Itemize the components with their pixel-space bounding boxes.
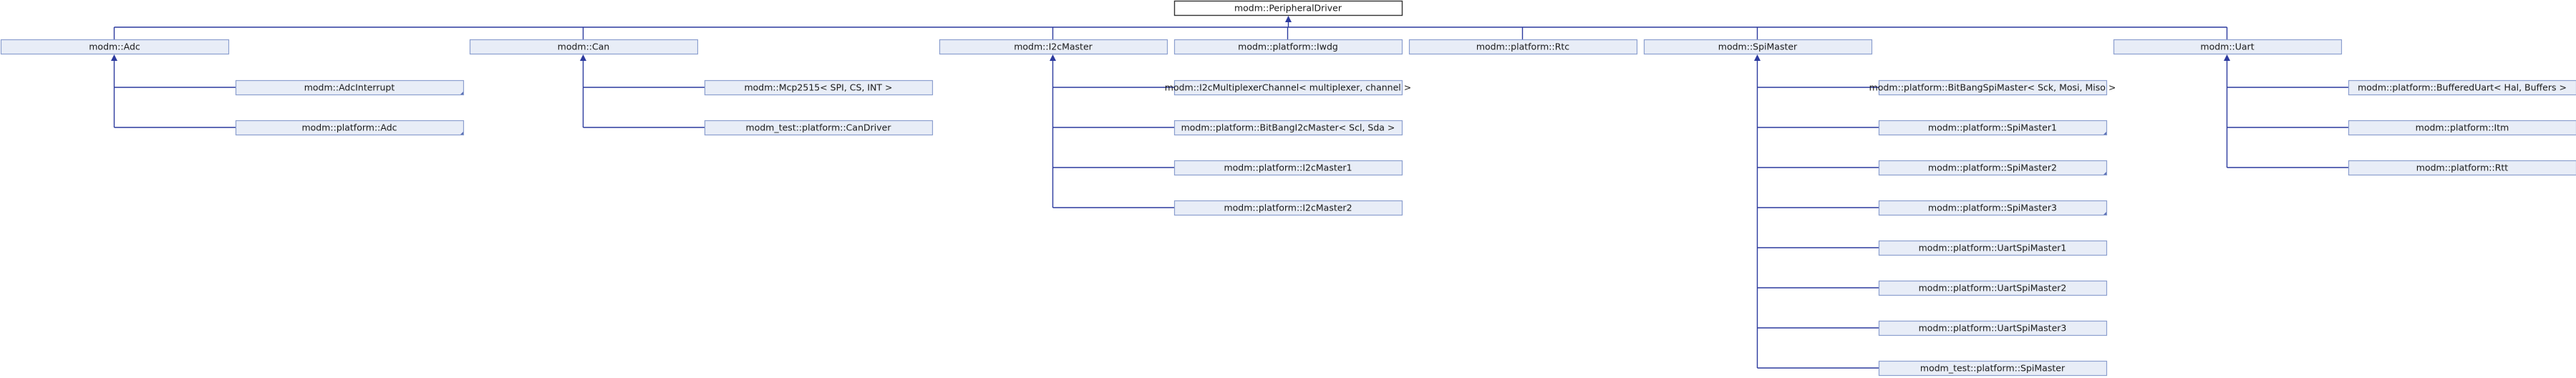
class-node-modm-adcinterrupt[interactable]: modm::AdcInterrupt (235, 79, 465, 96)
class-node-modm-can[interactable]: modm::Can (469, 39, 699, 55)
class-node-box (1878, 320, 2108, 336)
class-node-modm-test-platform-spimaster[interactable]: modm_test::platform::SpiMaster (1878, 360, 2108, 377)
class-node-box (2348, 160, 2576, 176)
class-node-box (1878, 360, 2108, 377)
class-node-label: modm::platform::UartSpiMaster2 (1919, 283, 2067, 294)
class-node-label: modm::platform::SpiMaster1 (1928, 122, 2057, 133)
inherit-arrow-icon (2224, 54, 2230, 61)
inherit-arrow-icon (1285, 16, 1292, 22)
class-node-box (1173, 79, 1403, 96)
class-node-box (1173, 160, 1403, 176)
inherit-arrow-icon (1050, 54, 1056, 61)
collapsed-marker-icon (2103, 212, 2106, 215)
class-node-box (939, 39, 1168, 55)
class-node-modm-platform-uartspimaster2[interactable]: modm::platform::UartSpiMaster2 (1878, 280, 2108, 296)
class-node-label: modm::Adc (89, 42, 140, 52)
class-node-box (235, 120, 465, 136)
inheritance-edges (111, 16, 2348, 369)
class-node-label: modm::platform::Rtc (1476, 42, 1569, 52)
class-node-modm-uart[interactable]: modm::Uart (2113, 39, 2343, 55)
class-node-modm-spimaster[interactable]: modm::SpiMaster (1643, 39, 1873, 55)
class-node-box (1643, 39, 1873, 55)
class-node-modm-platform-adc[interactable]: modm::platform::Adc (235, 120, 465, 136)
class-node-box (469, 39, 699, 55)
class-node-box (1878, 160, 2108, 176)
class-node-label: modm::Mcp2515< SPI, CS, INT > (744, 82, 892, 93)
class-node-box (235, 79, 465, 96)
class-node-label: modm::platform::BitBangI2cMaster< Scl, S… (1181, 122, 1395, 133)
class-node-label: modm::I2cMultiplexerChannel< multiplexer… (1165, 82, 1411, 93)
inherit-arrow-icon (1754, 54, 1761, 61)
class-node-label: modm::platform::I2cMaster1 (1224, 163, 1352, 173)
class-node-modm-platform-rtt[interactable]: modm::platform::Rtt (2348, 160, 2576, 176)
class-node-label: modm::platform::Rtt (2416, 163, 2508, 173)
class-node-modm-platform-bitbangspimaster-sck-mosi-miso[interactable]: modm::platform::BitBangSpiMaster< Sck, M… (1869, 79, 2116, 96)
class-node-box (0, 39, 230, 55)
inherit-arrow-icon (580, 54, 586, 61)
class-node-label: modm_test::platform::CanDriver (746, 122, 892, 133)
class-node-modm-platform-uartspimaster1[interactable]: modm::platform::UartSpiMaster1 (1878, 240, 2108, 256)
class-node-box (1878, 280, 2108, 296)
class-node-label: modm::platform::Adc (301, 122, 397, 133)
class-node-modm-i2cmultiplexerchannel-multiplexer-channel[interactable]: modm::I2cMultiplexerChannel< multiplexer… (1165, 79, 1411, 96)
class-node-peripheral-driver[interactable]: modm::PeripheralDriver (1173, 0, 1403, 16)
class-node-box (1173, 39, 1403, 55)
class-node-modm-platform-buffereduart-hal-buffers[interactable]: modm::platform::BufferedUart< Hal, Buffe… (2348, 79, 2576, 96)
class-node-label: modm_test::platform::SpiMaster (1920, 363, 2066, 374)
class-node-modm-i2cmaster[interactable]: modm::I2cMaster (939, 39, 1168, 55)
class-node-modm-adc[interactable]: modm::Adc (0, 39, 230, 55)
class-node-label: modm::I2cMaster (1014, 42, 1093, 52)
collapsed-marker-icon (2103, 132, 2106, 135)
class-node-modm-platform-itm[interactable]: modm::platform::Itm (2348, 120, 2576, 136)
class-node-modm-test-platform-candriver[interactable]: modm_test::platform::CanDriver (704, 120, 934, 136)
class-node-modm-platform-spimaster3[interactable]: modm::platform::SpiMaster3 (1878, 200, 2108, 216)
class-node-modm-platform-i2cmaster2[interactable]: modm::platform::I2cMaster2 (1173, 200, 1403, 216)
class-node-box (2348, 79, 2576, 96)
class-node-box (1878, 79, 2108, 96)
class-node-modm-platform-uartspimaster3[interactable]: modm::platform::UartSpiMaster3 (1878, 320, 2108, 336)
class-node-modm-platform-iwdg[interactable]: modm::platform::Iwdg (1173, 39, 1403, 55)
class-node-label: modm::platform::Itm (2416, 122, 2509, 133)
class-node-label: modm::platform::I2cMaster2 (1224, 203, 1352, 213)
class-node-label: modm::Uart (2200, 42, 2254, 52)
class-node-label: modm::platform::SpiMaster3 (1928, 203, 2057, 213)
class-node-modm-platform-rtc[interactable]: modm::platform::Rtc (1408, 39, 1638, 55)
class-node-box (2113, 39, 2343, 55)
class-node-label: modm::platform::UartSpiMaster1 (1919, 243, 2067, 253)
class-node-box (1173, 200, 1403, 216)
class-node-label: modm::platform::UartSpiMaster3 (1919, 323, 2067, 334)
class-node-box (1878, 200, 2108, 216)
class-node-box (704, 79, 934, 96)
class-node-box (1878, 120, 2108, 136)
class-node-label: modm::platform::BufferedUart< Hal, Buffe… (2358, 82, 2567, 93)
class-node-label: modm::SpiMaster (1718, 42, 1798, 52)
class-node-box (1173, 120, 1403, 136)
class-node-modm-platform-spimaster1[interactable]: modm::platform::SpiMaster1 (1878, 120, 2108, 136)
class-node-box (704, 120, 934, 136)
class-node-label: modm::Can (558, 42, 610, 52)
class-node-label: modm::platform::Iwdg (1238, 42, 1338, 52)
class-node-modm-platform-i2cmaster1[interactable]: modm::platform::I2cMaster1 (1173, 160, 1403, 176)
class-node-box (2348, 120, 2576, 136)
class-node-box (1408, 39, 1638, 55)
class-node-label: modm::AdcInterrupt (304, 82, 395, 93)
class-node-box (1173, 0, 1403, 16)
class-node-modm-mcp2515-spi-cs-int[interactable]: modm::Mcp2515< SPI, CS, INT > (704, 79, 934, 96)
class-node-modm-platform-bitbangi2cmaster-scl-sda[interactable]: modm::platform::BitBangI2cMaster< Scl, S… (1173, 120, 1403, 136)
class-node-label: modm::platform::BitBangSpiMaster< Sck, M… (1869, 82, 2116, 93)
class-node-modm-platform-spimaster2[interactable]: modm::platform::SpiMaster2 (1878, 160, 2108, 176)
class-node-box (1878, 240, 2108, 256)
class-node-label: modm::PeripheralDriver (1234, 3, 1342, 14)
class-node-label: modm::platform::SpiMaster2 (1928, 163, 2057, 173)
collapsed-marker-icon (460, 132, 463, 135)
collapsed-marker-icon (2103, 172, 2106, 175)
inherit-arrow-icon (111, 54, 117, 61)
collapsed-marker-icon (460, 92, 463, 94)
